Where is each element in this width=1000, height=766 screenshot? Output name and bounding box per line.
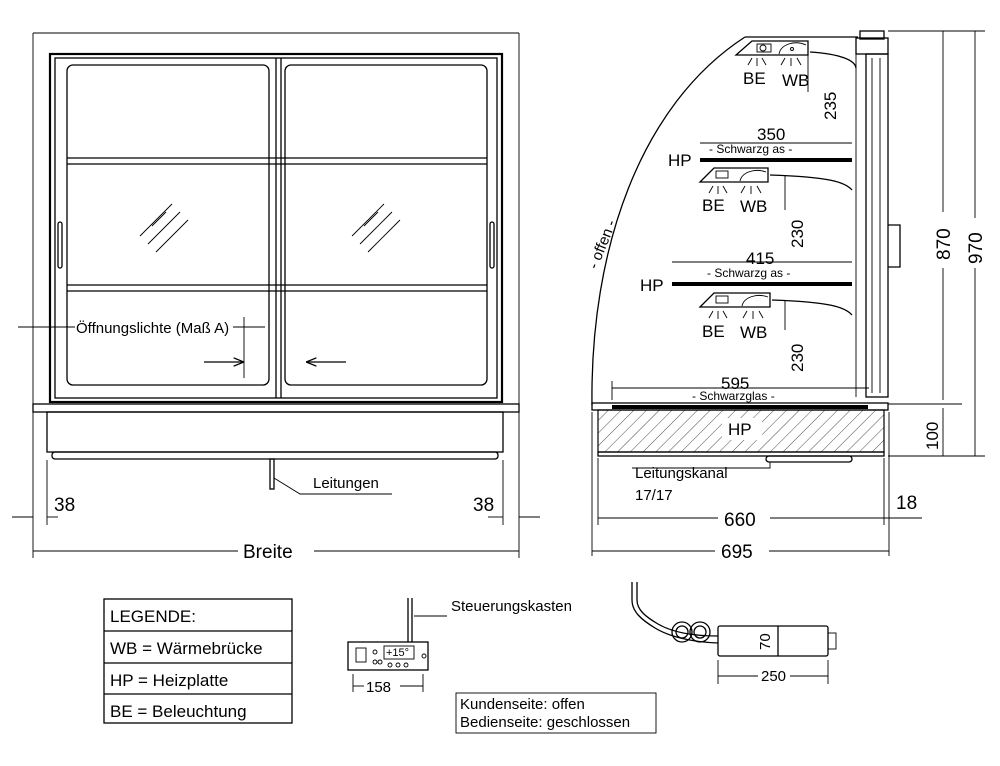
shelf-2-be-label: BE <box>702 322 725 341</box>
control-box-label: Steuerungskasten <box>451 598 572 615</box>
total-height-dimension: 970 <box>966 232 987 264</box>
width-dimension-label: Breite <box>243 542 293 563</box>
top-light-wb-label: WB <box>782 71 809 90</box>
front-view: Öffnungslichte (Maß A) Leitungen 38 38 B… <box>12 32 540 563</box>
total-depth-dimension: 695 <box>721 542 753 563</box>
left-sliding-door <box>66 64 270 386</box>
shelf-2-depth: 415 <box>746 249 774 268</box>
side-view: - offen - BE WB 350 - Schwarzg as - <box>585 30 987 563</box>
cable-channel-label: Leitungskanal <box>635 465 728 482</box>
right-margin-dimension: 38 <box>473 495 494 516</box>
top-gap-dimension: 235 <box>821 92 840 120</box>
legend-item-hp: HP = Heizplatte <box>110 671 228 690</box>
legend-item-be: BE = Beleuchtung <box>110 702 247 721</box>
top-light-assembly: BE WB <box>734 40 857 90</box>
shelf-1-glass-label: - Schwarzg as - <box>709 142 792 156</box>
open-side-label: - offen - <box>585 217 620 271</box>
bottom-depth: 595 <box>721 374 749 393</box>
base-hp-label: HP <box>728 420 752 439</box>
rear-door-handle <box>888 224 901 268</box>
opening-width-label: Öffnungslichte (Maß A) <box>76 319 229 337</box>
note-customer-side: Kundenseite: offen <box>460 696 585 713</box>
back-depth-dimension: 18 <box>896 493 917 514</box>
notes: Kundenseite: offen Bedienseite: geschlos… <box>455 692 657 734</box>
legend-item-wb: WB = Wärmebrücke <box>110 639 263 658</box>
shelf-gap-2-dimension: 230 <box>788 344 807 372</box>
shelf-1-hp-label: HP <box>668 151 692 170</box>
legend: LEGENDE: WB = Wärmebrücke HP = Heizplatt… <box>103 598 293 724</box>
control-box: Steuerungskasten +15° 158 <box>347 598 572 696</box>
inner-depth-dimension: 660 <box>724 510 756 531</box>
shelf-2: 415 - Schwarzg as - HP BE WB <box>640 249 853 342</box>
right-sliding-door <box>284 64 488 386</box>
shelf-1-be-label: BE <box>702 196 725 215</box>
control-box-width: 158 <box>366 679 391 696</box>
shelf-1-depth: 350 <box>757 125 785 144</box>
shelf-2-hp-label: HP <box>640 276 664 295</box>
plug-height-dimension: 70 <box>757 633 774 650</box>
glass-reflection-icon <box>351 203 401 253</box>
top-light-be-label: BE <box>743 69 766 88</box>
right-door-handle <box>489 221 495 269</box>
control-box-display: +15° <box>386 647 409 659</box>
base-height-dimension: 100 <box>923 422 942 450</box>
shelf-1: 350 - Schwarzg as - HP BE WB <box>668 125 853 216</box>
cable-plug: 70 250 <box>631 582 837 685</box>
bottom-plate: 595 - Schwarzglas - HP Leitungskanal 17/… <box>591 374 889 504</box>
cable-channel-size: 17/17 <box>635 487 673 504</box>
left-door-handle <box>57 221 63 269</box>
upper-height-dimension: 870 <box>934 228 955 260</box>
bottom-glass-label: - Schwarzglas - <box>692 389 775 403</box>
glass-reflection-icon <box>139 203 189 253</box>
left-margin-dimension: 38 <box>54 495 75 516</box>
note-service-side: Bedienseite: geschlossen <box>460 714 630 731</box>
shelf-2-glass-label: - Schwarzg as - <box>707 266 790 280</box>
cables-label: Leitungen <box>313 475 379 492</box>
legend-title: LEGENDE: <box>110 607 196 626</box>
plug-length-dimension: 250 <box>761 668 786 685</box>
shelf-gap-1-dimension: 230 <box>788 220 807 248</box>
shelf-1-wb-label: WB <box>740 197 767 216</box>
shelf-2-wb-label: WB <box>740 323 767 342</box>
